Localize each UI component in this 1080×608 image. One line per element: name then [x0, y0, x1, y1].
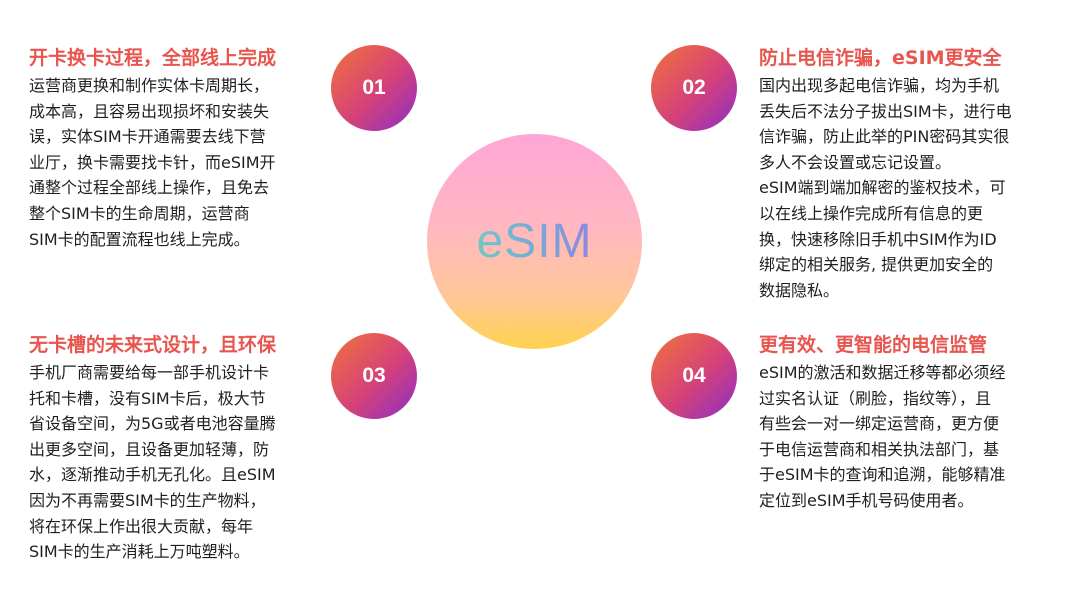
body-line: 手机厂商需要给每一部手机设计卡	[29, 363, 270, 382]
section-02-body: 国内出现多起电信诈骗，均为手机 丢失后不法分子拔出SIM卡，进行电 信诈骗，防止…	[759, 73, 1012, 303]
body-line: 多人不会设置或忘记设置。	[759, 152, 952, 172]
body-line: 水，逐渐推动手机无孔化。且eSIM	[29, 465, 276, 485]
body-line: 托和卡槽，没有SIM卡后，极大节	[29, 388, 266, 408]
body-line: 于电信运营商和相关执法部门，基	[759, 439, 1000, 459]
body-line: 有些会一对一绑定运营商，更方便	[759, 414, 1000, 434]
body-line: 通整个过程全部线上操作，且免去	[29, 178, 270, 198]
section-03: 无卡槽的未来式设计，且环保 手机厂商需要给每一部手机设计卡 托和卡槽，没有SIM…	[29, 333, 276, 565]
section-02: 防止电信诈骗，eSIM更安全 国内出现多起电信诈骗，均为手机 丢失后不法分子拔出…	[759, 46, 1012, 303]
number-badge-01: 01	[331, 45, 417, 131]
body-line: 丢失后不法分子拔出SIM卡，进行电	[759, 101, 1012, 121]
number-badge-04: 04	[651, 333, 737, 419]
section-03-body: 手机厂商需要给每一部手机设计卡 托和卡槽，没有SIM卡后，极大节 省设备空间，为…	[29, 360, 276, 565]
body-line: eSIM端到端加解密的鉴权技术，可	[759, 178, 1006, 198]
section-04-title: 更有效、更智能的电信监管	[759, 334, 988, 356]
number-badge-03: 03	[331, 333, 417, 419]
body-line: 过实名认证（刷脸，指纹等），且	[759, 388, 992, 408]
body-line: 成本高，且容易出现损坏和安装失	[29, 101, 270, 121]
section-01-body: 运营商更换和制作实体卡周期长， 成本高，且容易出现损坏和安装失 误，实体SIM卡…	[29, 73, 276, 252]
number-badge-02: 02	[651, 45, 737, 131]
body-line: 换，快速移除旧手机中SIM作为ID	[759, 229, 997, 249]
body-line: 出更多空间，且设备更加轻薄，防	[29, 439, 270, 459]
center-circle: eSIM	[427, 134, 642, 349]
body-line: 信诈骗，防止此举的PIN密码其实很	[759, 127, 1010, 147]
center-esim-label: eSIM	[476, 215, 593, 268]
section-01-title: 开卡换卡过程，全部线上完成	[29, 47, 277, 69]
body-line: SIM卡的配置流程也线上完成。	[29, 229, 250, 249]
body-line: 将在环保上作出很大贡献，每年	[29, 516, 254, 536]
body-line: 业厅，换卡需要找卡针，而eSIM开	[29, 152, 276, 172]
body-line: 绑定的相关服务, 提供更加安全的	[759, 255, 994, 275]
body-line: 误，实体SIM卡开通需要去线下营	[29, 127, 266, 147]
body-line: 整个SIM卡的生命周期，运营商	[29, 203, 250, 223]
section-03-title: 无卡槽的未来式设计，且环保	[29, 334, 277, 356]
body-line: 国内出现多起电信诈骗，均为手机	[759, 76, 1000, 95]
body-line: 数据隐私。	[759, 280, 840, 300]
body-line: 因为不再需要SIM卡的生产物料，	[29, 490, 266, 510]
body-line: 省设备空间，为5G或者电池容量腾	[29, 414, 276, 434]
section-01: 开卡换卡过程，全部线上完成 运营商更换和制作实体卡周期长， 成本高，且容易出现损…	[29, 46, 276, 252]
body-line: SIM卡的生产消耗上万吨塑料。	[29, 542, 250, 562]
body-line: eSIM的激活和数据迁移等都必须经	[759, 363, 1006, 382]
body-line: 以在线上操作完成所有信息的更	[759, 203, 984, 223]
body-line: 定位到eSIM手机号码使用者。	[759, 490, 974, 510]
body-line: 于eSIM卡的查询和追溯，能够精准	[759, 465, 1006, 485]
section-04-body: eSIM的激活和数据迁移等都必须经 过实名认证（刷脸，指纹等），且 有些会一对一…	[759, 360, 1006, 514]
section-02-title: 防止电信诈骗，eSIM更安全	[759, 47, 1002, 69]
body-line: 运营商更换和制作实体卡周期长，	[29, 76, 270, 95]
section-04: 更有效、更智能的电信监管 eSIM的激活和数据迁移等都必须经 过实名认证（刷脸，…	[759, 333, 1006, 514]
